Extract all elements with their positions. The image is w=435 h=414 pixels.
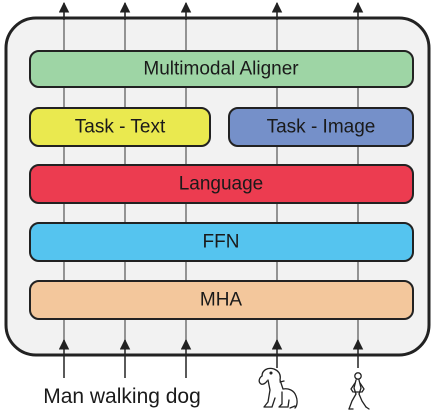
dog-icon: [258, 367, 298, 409]
task-text-box: [29, 107, 211, 147]
task-text-layer: Task - Text: [29, 107, 211, 147]
mha-box: [29, 280, 414, 320]
multimodal-aligner-layer: Multimodal Aligner: [29, 50, 414, 88]
output-arrows: [58, 1, 364, 20]
task-text-label: Task - Text: [75, 117, 166, 138]
ffn-box: [29, 222, 414, 262]
input-caption: Man walking dog: [43, 385, 201, 408]
task-image-label: Task - Image: [267, 117, 376, 138]
mha-label: MHA: [200, 290, 243, 311]
mha-layer: MHA: [29, 280, 414, 320]
task-image-layer: Task - Image: [228, 107, 414, 147]
language-layer: Language: [29, 164, 414, 204]
language-box: [29, 164, 414, 204]
aligner-box: [29, 50, 414, 88]
aligner-label: Multimodal Aligner: [143, 59, 299, 80]
input-arrows: [58, 338, 364, 378]
task-image-box: [228, 107, 414, 147]
language-label: Language: [179, 174, 264, 195]
ffn-layer: FFN: [29, 222, 414, 262]
ffn-label: FFN: [203, 232, 240, 253]
person-walking-icon: [348, 372, 370, 410]
